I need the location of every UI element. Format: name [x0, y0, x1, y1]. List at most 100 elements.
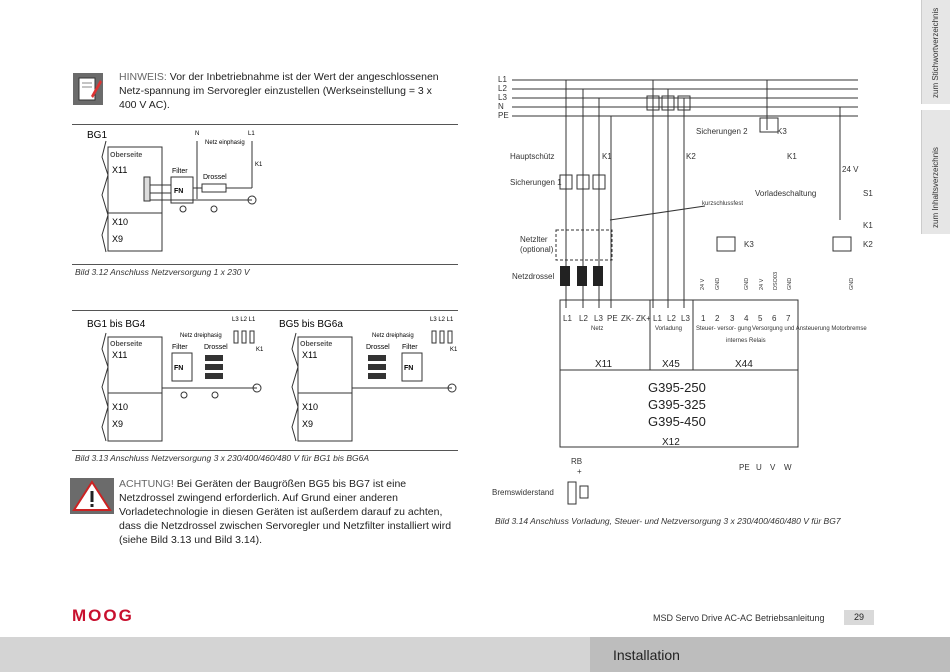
term-x45-l1: L1 [653, 314, 662, 323]
label-k1-contact: K1 [602, 152, 612, 161]
bus-l1: L1 [498, 75, 507, 84]
warning-text: ACHTUNG! Bei Geräten der Baugrößen BG5 b… [119, 477, 464, 547]
bus-n: N [498, 102, 504, 111]
conn-x45: X45 [662, 359, 680, 370]
label-k1-aux: K1 [863, 221, 873, 230]
term-pe-out: PE [739, 463, 750, 472]
term-x11-zkp: ZK+ [636, 314, 651, 323]
signal-dso03: DSO03 [773, 272, 779, 290]
term-x44-5: 5 [758, 314, 763, 323]
tab-contents-label: zum Inhaltsverzeichnis [931, 147, 940, 228]
fig312-net: Netz einphasig [205, 140, 245, 146]
term-x44-2: 2 [715, 314, 720, 323]
signal-gnd-2: GND [744, 278, 750, 290]
section-label: Installation [613, 647, 680, 663]
fig312-n: N [195, 131, 199, 137]
model-1: G395-250 [648, 380, 706, 395]
label-netzfilter-optional: (optional) [520, 245, 554, 254]
fig313a-k1: K1 [256, 347, 264, 353]
fig312-rule [72, 264, 458, 265]
label-sicherungen2: Sicherungen 2 [696, 127, 748, 136]
model-3: G395-450 [648, 414, 706, 429]
group-relais: internes Relais [726, 338, 766, 344]
fig312-x11: X11 [112, 165, 127, 175]
fig313b-phases: L3 L2 L1 [430, 317, 454, 323]
label-k3-contact: K3 [777, 127, 787, 136]
fig313a-title: BG1 bis BG4 [87, 319, 146, 330]
term-x11-l1: L1 [563, 314, 572, 323]
term-x11-zkm: ZK- [621, 314, 634, 323]
term-rb: RB [571, 457, 582, 466]
fig312-k1: K1 [255, 162, 263, 168]
fig312-l1: L1 [248, 131, 255, 137]
fig313b-title: BG5 bis BG6a [279, 319, 343, 330]
fig313b-x9: X9 [302, 419, 313, 429]
label-kurzschluss: kurzschlussfest [702, 201, 743, 207]
term-rb-plus: + [577, 467, 582, 476]
fig313b-filter: Filter [402, 344, 418, 351]
note-label: HINWEIS: [119, 71, 167, 83]
label-k2-contact: K2 [686, 152, 696, 161]
section-tab[interactable]: Installation [590, 637, 950, 672]
label-brems: Bremswiderstand [492, 488, 554, 497]
footer-doc-title: MSD Servo Drive AC-AC Betriebsanleitung [653, 613, 825, 623]
label-sicherungen1: Sicherungen 1 [510, 178, 562, 187]
figure-3-14: L1 L2 L3 N PE Hauptschütz Sicherungen 1 … [492, 75, 873, 505]
label-k2-coil: K2 [863, 240, 873, 249]
term-x44-7: 7 [786, 314, 791, 323]
bus-l3: L3 [498, 93, 507, 102]
figure-3-13b: BG5 bis BG6a Oberseite X11 X10 X9 Drosse… [279, 317, 458, 442]
note-text: HINWEIS: Vor der Inbetriebnahme ist der … [119, 70, 449, 112]
footer-bar [0, 637, 590, 672]
term-x44-1: 1 [701, 314, 706, 323]
fig312-fn: FN [174, 188, 183, 195]
bus-pe: PE [498, 111, 509, 120]
fig313a-fn: FN [174, 365, 183, 372]
fig313b-top: Oberseite [300, 341, 332, 348]
group-versorgung: Versorgung und Ansteuerung Motorbremse [752, 326, 867, 332]
term-x45-l3: L3 [681, 314, 690, 323]
term-x11-pe: PE [607, 314, 618, 323]
conn-x11: X11 [595, 359, 612, 370]
signal-gnd-3: GND [787, 278, 793, 290]
fig314-caption: Bild 3.14 Anschluss Vorladung, Steuer- u… [495, 516, 841, 526]
fig312-caption: Bild 3.12 Anschluss Netzversorgung 1 x 2… [75, 267, 250, 277]
fig312-title: BG1 [87, 130, 107, 141]
term-x11-l2: L2 [579, 314, 588, 323]
signal-24v-2: 24 V [759, 278, 765, 290]
label-netzdrossel: Netzdrossel [512, 272, 554, 281]
fig312-top: Oberseite [110, 152, 142, 159]
term-w: W [784, 463, 792, 472]
fig313a-top: Oberseite [110, 341, 142, 348]
term-x44-6: 6 [772, 314, 777, 323]
signal-gnd-1: GND [715, 278, 721, 290]
figure-3-13a: BG1 bis BG4 Oberseite X11 X10 X9 FN Filt… [87, 317, 264, 442]
term-x11-l3: L3 [594, 314, 603, 323]
term-x45-l2: L2 [667, 314, 676, 323]
fig312-drossel: Drossel [203, 174, 227, 181]
tab-keyword-index[interactable]: zum Stichwortverzeichnis [921, 0, 950, 104]
fig312-x9: X9 [112, 234, 123, 244]
group-netz: Netz [591, 326, 603, 332]
page-number: 29 [844, 610, 874, 625]
note-icon [73, 73, 103, 105]
term-x44-4: 4 [744, 314, 749, 323]
fig313b-x11: X11 [302, 350, 317, 360]
moog-logo: MOOG [72, 606, 134, 625]
term-u: U [756, 463, 762, 472]
model-2: G395-325 [648, 397, 706, 412]
fig313-top-rule [72, 310, 458, 311]
fig313b-net: Netz dreiphasig [372, 333, 414, 339]
tab-keyword-index-label: zum Stichwortverzeichnis [931, 7, 940, 98]
fig313b-drossel: Drossel [366, 344, 390, 351]
conn-x12: X12 [662, 437, 680, 448]
tab-contents[interactable]: zum Inhaltsverzeichnis [921, 110, 950, 234]
warning-icon [70, 478, 114, 514]
note-body: Vor der Inbetriebnahme ist der Wert der … [119, 71, 439, 111]
label-k3-coil: K3 [744, 240, 754, 249]
fig312-x10: X10 [112, 217, 128, 227]
warning-label: ACHTUNG! [119, 478, 174, 490]
label-netzfilter: Netzlter [520, 235, 548, 244]
group-steuer: Steuer- versor- gung [696, 326, 751, 332]
fig313a-filter: Filter [172, 344, 188, 351]
